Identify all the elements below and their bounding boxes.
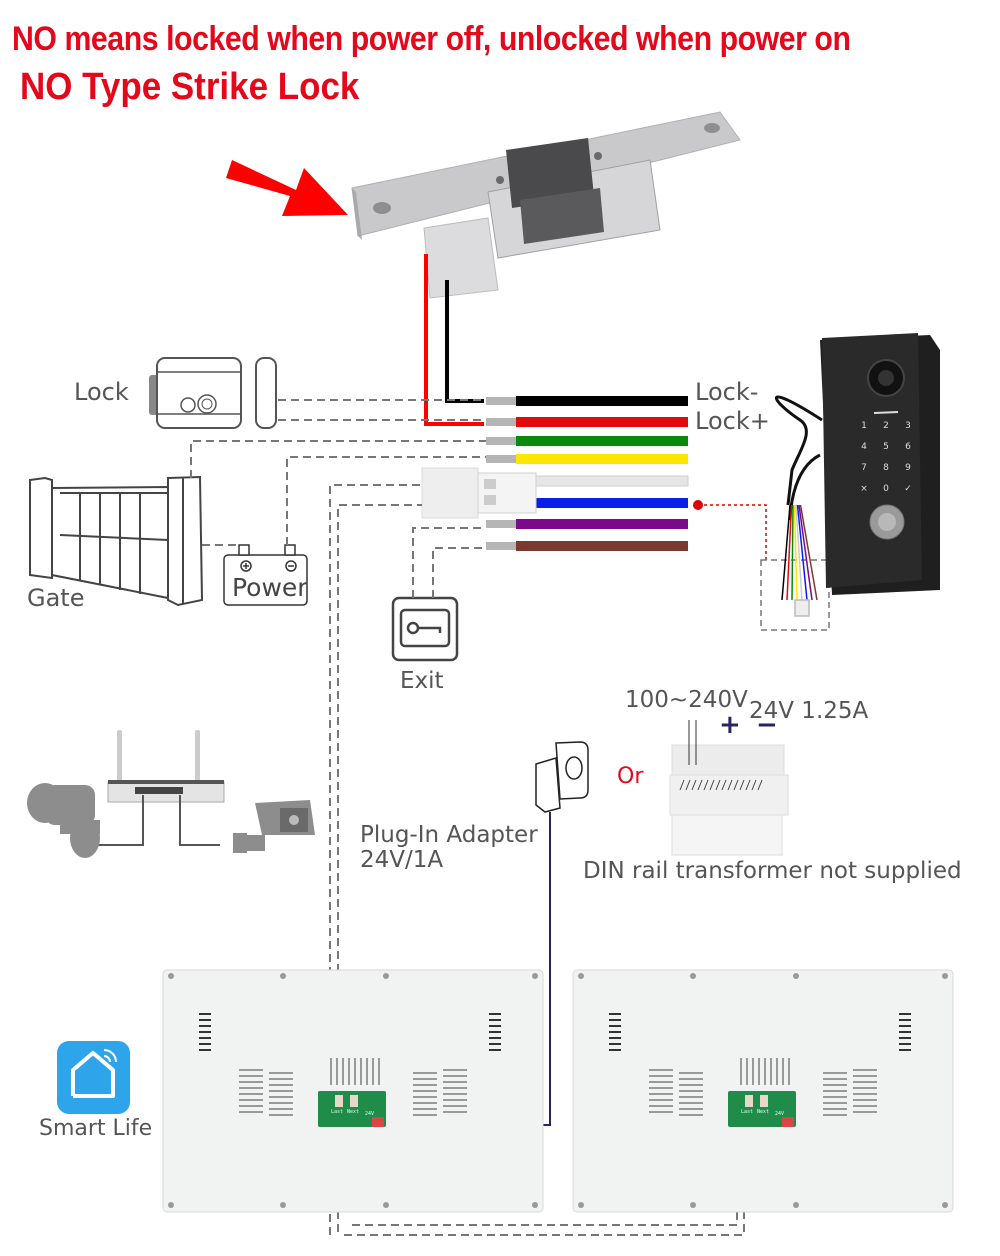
wire-harness — [486, 396, 689, 551]
keypad-key: 1 — [861, 421, 867, 431]
adapter-label-line2: 24V/1A — [360, 847, 444, 873]
mini-wire-4 — [795, 504, 803, 601]
pcb-label: 24V — [365, 1111, 374, 1117]
pcb-label: 24V — [775, 1111, 784, 1117]
mini-wire-2 — [791, 504, 794, 601]
power-terminal — [372, 1117, 384, 1127]
din-output-rating: 24V 1.25A — [749, 698, 869, 724]
mini-wire-6 — [798, 504, 813, 601]
din-rail-transformer-icon — [669, 720, 789, 856]
keypad-key: 6 — [905, 442, 911, 452]
strike-lock-icon — [351, 111, 741, 299]
keypad-key: 2 — [883, 421, 889, 431]
din-caption: DIN rail transformer not supplied — [583, 858, 962, 884]
router-icon — [95, 730, 225, 846]
power-terminal — [782, 1117, 794, 1127]
pcb-label: Last — [741, 1109, 753, 1115]
exit-button-key-icon — [391, 596, 459, 662]
smart-life-app-icon — [57, 1041, 130, 1114]
wire-1 — [486, 417, 688, 427]
mini-wire-1 — [786, 504, 793, 601]
lock-label: Lock — [74, 378, 129, 406]
or-label: Or — [617, 764, 644, 789]
terminal-connector-icon — [421, 467, 537, 519]
wire-6 — [486, 519, 688, 529]
wire-label-lock-minus: Lock- — [695, 378, 759, 406]
mini-wire-7 — [799, 504, 818, 601]
pcb-label: Next — [757, 1109, 769, 1115]
lock-minus-wire — [445, 280, 484, 403]
mini-wire-0 — [781, 504, 791, 601]
battery-icon — [223, 544, 308, 606]
keypad-key: 9 — [905, 463, 911, 473]
keypad-key: 5 — [883, 442, 889, 452]
wire-2 — [486, 436, 688, 446]
wire-7 — [486, 541, 688, 551]
pcb-label: Last — [331, 1109, 343, 1115]
adapter-label-line1: Plug-In Adapter — [360, 822, 538, 848]
header-line-1: NO means locked when power off, unlocked… — [12, 20, 851, 58]
cctv-camera-right-icon — [233, 800, 315, 853]
harness-plug-box — [760, 559, 830, 631]
gate-icon — [29, 475, 204, 607]
wire-5 — [536, 498, 688, 508]
header-line-2: NO Type Strike Lock — [20, 66, 360, 108]
video-doorbell-icon: 1 2 3 4 5 6 7 8 9 × 0 ✓ — [775, 333, 940, 617]
keypad-key: 8 — [883, 463, 889, 473]
pcb-label: Next — [347, 1109, 359, 1115]
exit-label: Exit — [400, 668, 444, 694]
mini-wire-3 — [793, 504, 798, 601]
cctv-camera-left-icon — [27, 783, 100, 858]
keypad-key: ✓ — [904, 484, 912, 494]
din-input-voltage: 100~240V — [625, 687, 748, 713]
lock-plus-wire — [424, 254, 484, 426]
keypad-key: 0 — [883, 484, 889, 494]
gate-label: Gate — [27, 584, 85, 612]
din-plus-terminal: + — [719, 710, 741, 740]
indoor-monitor-1: Last Next 24V — [162, 969, 544, 1213]
plug-adapter-icon — [535, 741, 589, 813]
indoor-monitor-2: Last Next 24V — [572, 969, 954, 1213]
wire-4 — [535, 475, 689, 487]
keypad-key: 4 — [861, 442, 867, 452]
keypad-key: × — [860, 484, 868, 494]
power-label: Power — [232, 573, 308, 602]
red-arrow-icon — [226, 160, 348, 216]
keypad-key: 3 — [905, 421, 911, 431]
connection-dot — [693, 500, 703, 510]
din-minus-terminal: − — [756, 710, 778, 740]
electric-lock-icon — [149, 357, 277, 429]
keypad-key: 7 — [861, 463, 867, 473]
wire-0 — [486, 396, 688, 406]
wire-label-lock-plus: Lock+ — [695, 407, 770, 435]
wire-3 — [486, 454, 688, 464]
smart-life-label: Smart Life — [39, 1116, 153, 1141]
mini-wire-5 — [796, 504, 808, 601]
